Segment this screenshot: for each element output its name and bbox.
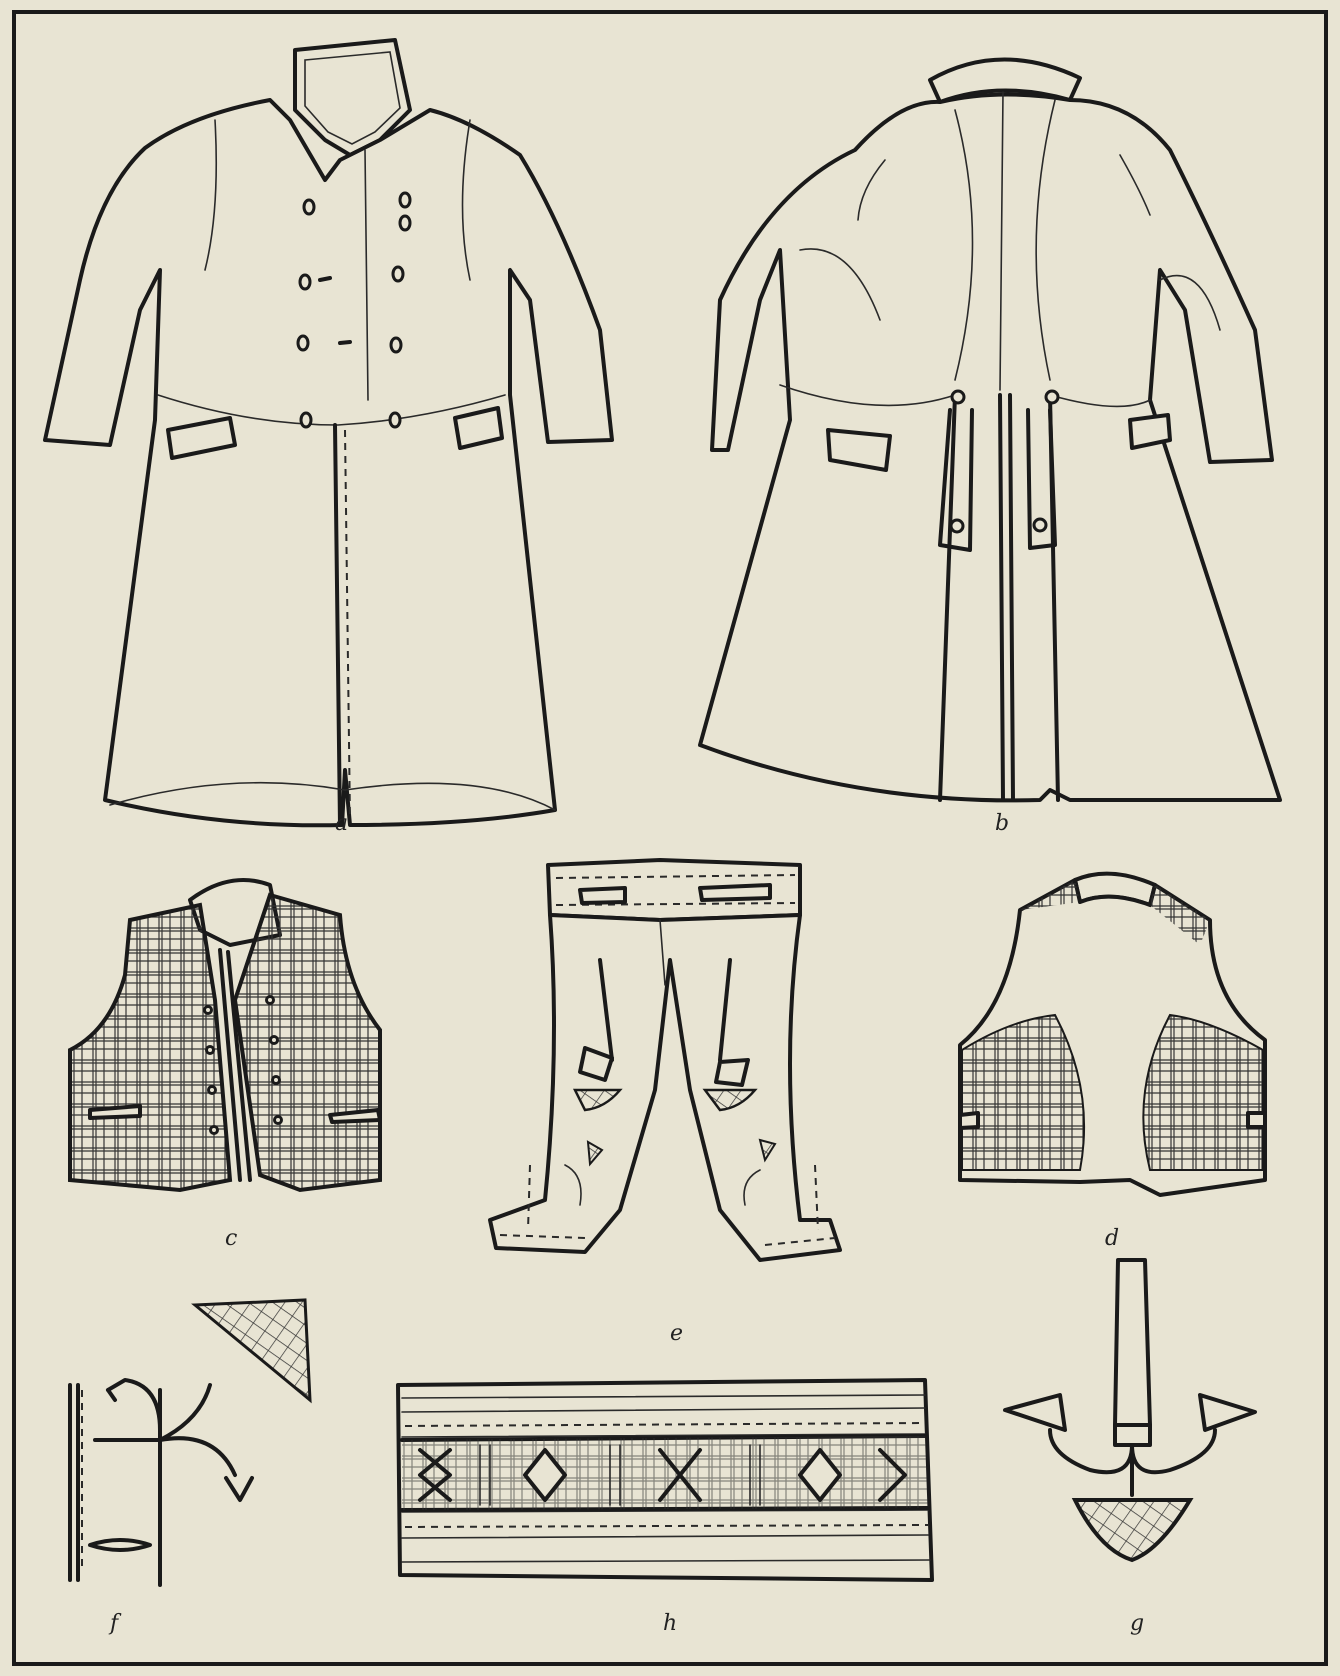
label-g: g xyxy=(1130,1611,1144,1636)
label-a: a xyxy=(335,811,348,836)
waistcoat-front: c xyxy=(68,878,382,1251)
braid-band: h xyxy=(396,1378,934,1636)
label-e: e xyxy=(670,1321,683,1346)
label-b: b xyxy=(995,811,1009,836)
coat-front: a xyxy=(43,38,614,836)
label-f: f xyxy=(108,1611,122,1636)
coat-back: b xyxy=(698,57,1282,836)
embroidery-detail: f xyxy=(68,1298,312,1636)
label-h: h xyxy=(663,1611,677,1636)
label-c: c xyxy=(225,1226,237,1251)
waistcoat-back: d xyxy=(958,871,1267,1251)
embroidery-motif: g xyxy=(1003,1258,1257,1636)
label-d: d xyxy=(1105,1226,1119,1251)
plate-frame xyxy=(12,10,1328,1666)
breeches: e xyxy=(488,858,842,1346)
